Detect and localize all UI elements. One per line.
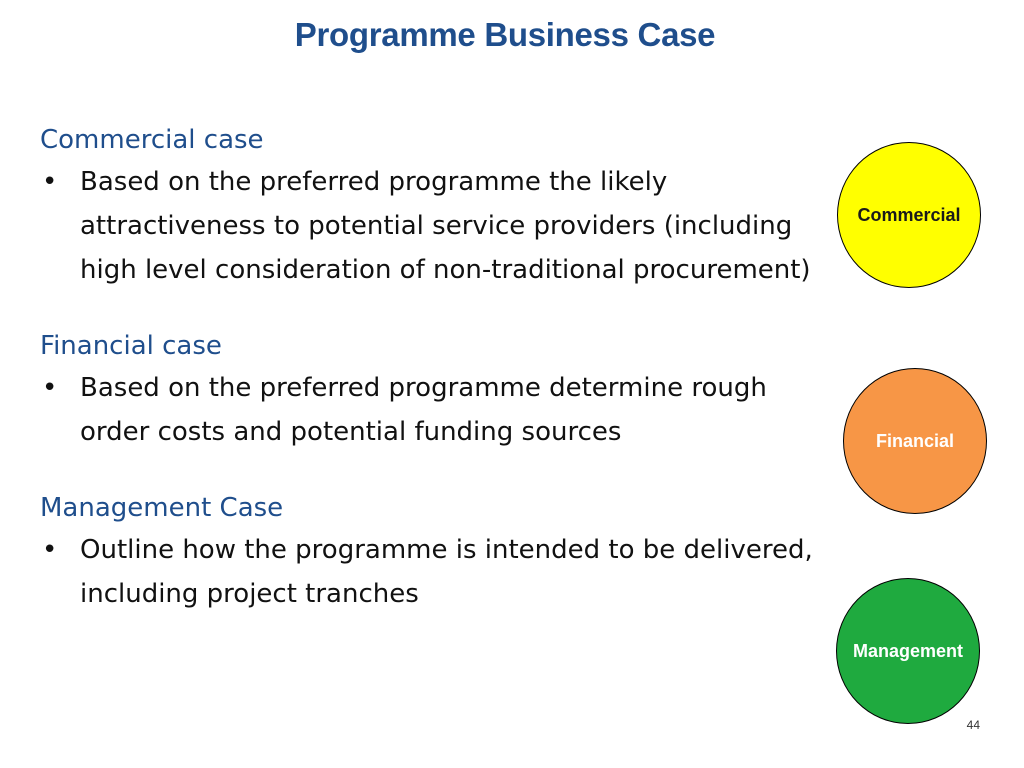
commercial-circle-label: Commercial <box>857 204 961 225</box>
section-heading-financial: Financial case <box>40 331 222 361</box>
section-management: Management Case • Outline how the progra… <box>40 488 820 616</box>
bullet-text-management: Outline how the programme is intended to… <box>80 535 813 609</box>
slide-title: Programme Business Case <box>294 16 716 53</box>
financial-circle-label: Financial <box>875 430 955 451</box>
page-number: 44 <box>966 718 980 732</box>
management-circle: Management <box>836 578 980 724</box>
management-circle-label: Management <box>852 640 964 661</box>
bullet-dot-icon: • <box>42 167 58 197</box>
bullet-commercial: • Based on the preferred programme the l… <box>40 160 820 292</box>
commercial-circle: Commercial <box>837 142 981 288</box>
section-heading-commercial: Commercial case <box>40 125 264 155</box>
section-heading-management: Management Case <box>40 493 284 523</box>
bullet-text-commercial: Based on the preferred programme the lik… <box>80 167 811 285</box>
bullet-dot-icon: • <box>42 535 58 565</box>
bullet-dot-icon: • <box>42 373 58 403</box>
bullet-management: • Outline how the programme is intended … <box>40 528 820 616</box>
content-body: Commercial case • Based on the preferred… <box>40 120 820 650</box>
bullet-financial: • Based on the preferred programme deter… <box>40 366 820 454</box>
bullet-text-financial: Based on the preferred programme determi… <box>80 373 767 447</box>
section-commercial: Commercial case • Based on the preferred… <box>40 120 820 292</box>
financial-circle: Financial <box>843 368 987 514</box>
section-financial: Financial case • Based on the preferred … <box>40 326 820 454</box>
